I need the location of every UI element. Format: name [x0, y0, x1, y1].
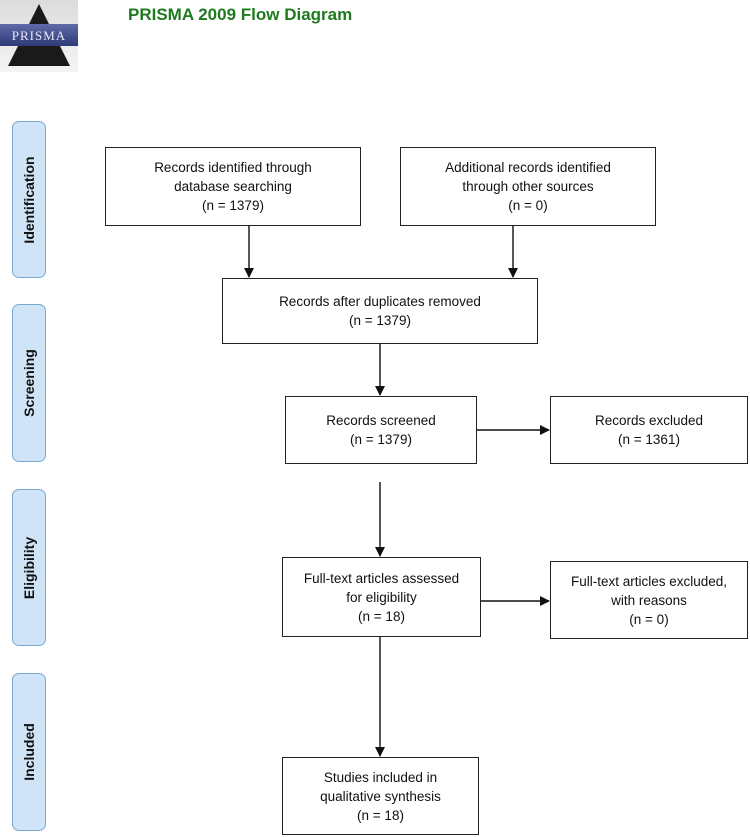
prisma-logo: PRISMA	[0, 0, 78, 72]
box-line: Records screened	[326, 413, 436, 428]
box-studies-included: Studies included in qualitative synthesi…	[282, 757, 479, 835]
box-additional-records: Additional records identified through ot…	[400, 147, 656, 226]
box-fulltext-assessed: Full-text articles assessed for eligibil…	[282, 557, 481, 637]
box-count: (n = 1361)	[618, 432, 680, 447]
box-line: Full-text articles assessed	[303, 570, 460, 586]
box-count: (n = 1379)	[202, 198, 264, 213]
box-line: database searching	[174, 179, 292, 194]
stage-screening: Screening	[12, 304, 46, 462]
box-line: Records after duplicates removed	[279, 294, 481, 309]
box-count: (n = 0)	[629, 611, 669, 627]
stage-included: Included	[12, 673, 46, 831]
stage-eligibility: Eligibility	[12, 489, 46, 646]
page-title: PRISMA 2009 Flow Diagram	[128, 5, 353, 24]
box-records-screened: Records screened (n = 1379)	[285, 396, 477, 464]
box-line: through other sources	[462, 179, 594, 194]
box-line: with reasons	[611, 592, 687, 608]
box-after-duplicates-removed: Records after duplicates removed (n = 13…	[222, 278, 538, 344]
box-line: Full-text articles excluded,	[570, 573, 728, 589]
box-records-excluded: Records excluded (n = 1361)	[550, 396, 748, 464]
box-line: Additional records identified	[445, 160, 611, 175]
box-count: (n = 18)	[357, 807, 404, 823]
box-records-identified-database: Records identified through database sear…	[105, 147, 361, 226]
box-line: for eligibility	[346, 589, 417, 605]
box-count: (n = 18)	[358, 608, 405, 624]
box-line: Studies included in	[323, 769, 438, 785]
box-count: (n = 0)	[508, 198, 548, 213]
box-count: (n = 1379)	[350, 432, 412, 447]
box-count: (n = 1379)	[349, 313, 411, 328]
logo-text: PRISMA	[11, 28, 67, 43]
stage-identification: Identification	[12, 121, 46, 278]
box-line: Records identified through	[154, 160, 312, 175]
box-line: Records excluded	[594, 413, 704, 428]
prisma-logo-graphic	[0, 0, 78, 72]
box-line: qualitative synthesis	[320, 788, 441, 804]
box-fulltext-excluded: Full-text articles excluded, with reason…	[550, 561, 748, 639]
